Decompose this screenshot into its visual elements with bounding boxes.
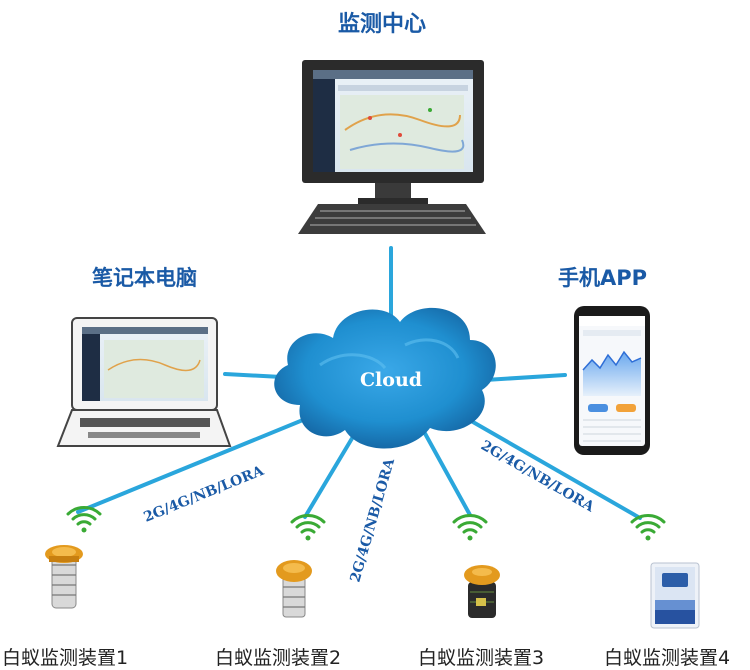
monitor-center-title: 监测中心	[338, 12, 427, 37]
device-label-1: 白蚁监测装置1	[2, 647, 129, 669]
connection-lines	[76, 246, 642, 520]
laptop-computer	[56, 317, 232, 447]
device-1-image	[45, 545, 83, 609]
device-label-3: 白蚁监测装置3	[418, 647, 545, 669]
wifi-icon-2	[290, 514, 326, 541]
monitor-stand-base	[358, 198, 428, 204]
device-2-image	[276, 560, 312, 618]
device-label-2: 白蚁监测装置2	[215, 647, 342, 669]
cloud-shape	[274, 307, 496, 449]
link-cloud-device1	[76, 411, 322, 514]
link-cloud-device4	[464, 416, 642, 520]
link-label-left: 2G/4G/NB/LORA	[142, 463, 268, 526]
laptop-base	[56, 409, 232, 447]
laptop-title: 笔记本电脑	[92, 266, 197, 290]
device-4-image	[650, 562, 700, 629]
wifi-icon-3	[452, 514, 488, 541]
keyboard	[298, 204, 486, 234]
phone-app-title: 手机APP	[558, 266, 648, 290]
wifi-icon-1	[66, 506, 102, 533]
link-label-middle: 2G/4G/NB/LORA	[347, 456, 398, 584]
cloud-label: Cloud	[360, 369, 422, 391]
link-cloud-device2	[303, 423, 362, 519]
link-cloud-phone	[483, 373, 567, 382]
monitor-computer	[298, 60, 486, 234]
wifi-icon-4	[630, 514, 666, 541]
device-3-image	[464, 565, 500, 618]
smartphone	[574, 306, 650, 455]
monitor-stand-neck	[375, 183, 411, 201]
device-label-4: 白蚁监测装置4	[604, 647, 731, 669]
link-cloud-device3	[420, 426, 472, 517]
